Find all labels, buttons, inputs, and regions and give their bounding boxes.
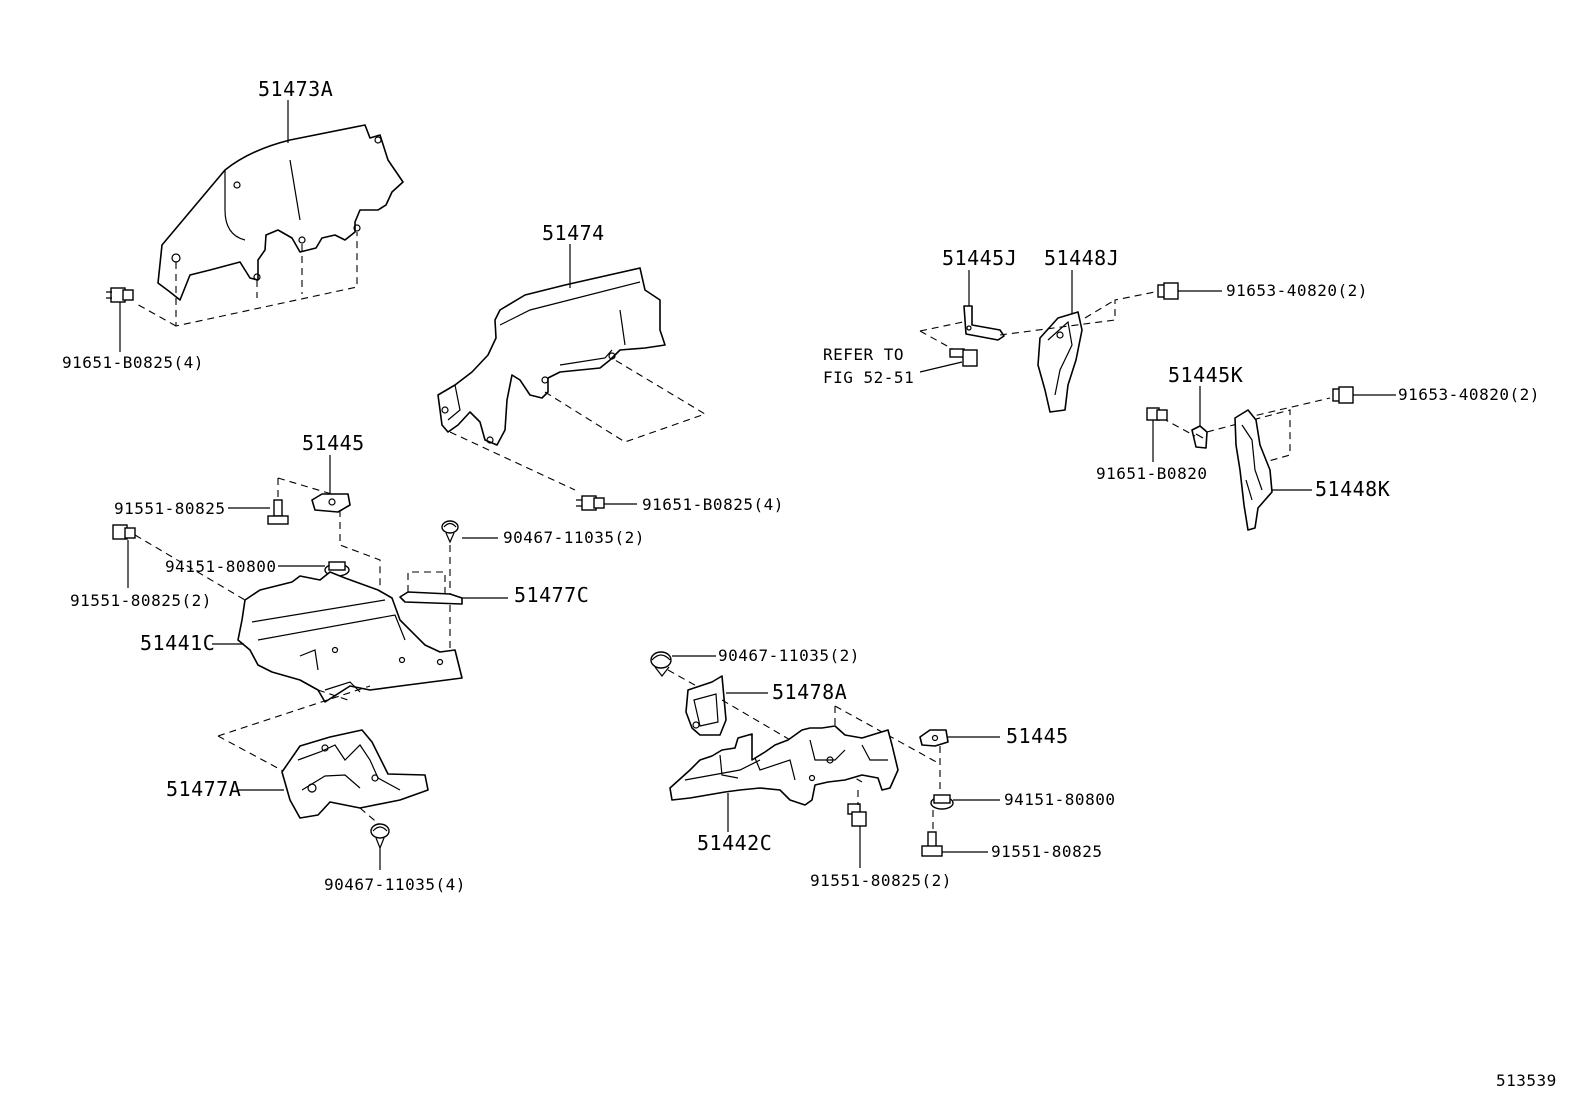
label-91551-80825-right: 91551-80825 xyxy=(991,842,1102,861)
part-51441c-shape xyxy=(237,571,463,703)
label-51445-left: 51445 xyxy=(302,431,365,455)
label-51448k: 51448K xyxy=(1315,477,1390,501)
bolt-91551-80825-mid xyxy=(847,803,867,827)
label-91651-b0820: 91651-B0820 xyxy=(1096,464,1207,483)
bolt-refer-fig xyxy=(949,348,978,367)
part-51477c-shape xyxy=(399,571,463,605)
label-51445-right: 51445 xyxy=(1006,724,1069,748)
label-refer-fig: FIG 52-51 xyxy=(823,368,914,387)
label-91653-40820-2-a: 91653-40820(2) xyxy=(1226,281,1368,300)
part-51478a-shape xyxy=(685,675,727,736)
part-51477a-shape xyxy=(281,729,429,826)
label-51473a: 51473A xyxy=(258,77,333,101)
clip-90467-11035-mid xyxy=(650,651,672,677)
label-94151-80800-left: 94151-80800 xyxy=(165,557,276,576)
label-90467-11035-2-top: 90467-11035(2) xyxy=(503,528,645,547)
label-51442c: 51442C xyxy=(697,831,772,855)
label-90467-11035-4: 90467-11035(4) xyxy=(324,875,466,894)
bolt-91651-b0825-left xyxy=(106,287,134,303)
part-51442c-shape xyxy=(669,725,899,806)
label-91651-b0825-4-left: 91651-B0825(4) xyxy=(62,353,204,372)
label-91551-80825-top: 91551-80825 xyxy=(114,499,225,518)
label-51441c: 51441C xyxy=(140,631,215,655)
nut-94151-80800-right xyxy=(930,794,954,810)
part-51445-right-shape xyxy=(919,729,949,747)
part-51445j-shape xyxy=(963,305,1005,341)
figure-number: 513539 xyxy=(1496,1071,1557,1090)
label-51445k: 51445K xyxy=(1168,363,1243,387)
bolt-91551-80825-left xyxy=(112,524,136,540)
clip-90467-11035-top xyxy=(441,520,459,544)
label-94151-80800-right: 94151-80800 xyxy=(1004,790,1115,809)
label-51478a: 51478A xyxy=(772,680,847,704)
part-51473a-shape xyxy=(134,124,404,327)
label-51448j: 51448J xyxy=(1044,246,1119,270)
label-91653-40820-2-b: 91653-40820(2) xyxy=(1398,385,1540,404)
part-51474-shape xyxy=(437,267,707,491)
label-51445j: 51445J xyxy=(942,246,1017,270)
bolt-91551-80825-top xyxy=(267,478,289,525)
label-51477a: 51477A xyxy=(166,777,241,801)
part-51448k-shape xyxy=(1234,409,1273,531)
label-91651-b0825-4-center: 91651-B0825(4) xyxy=(642,495,784,514)
part-51448j-shape xyxy=(1037,311,1083,413)
label-refer-to: REFER TO xyxy=(823,345,904,364)
bolt-91651-b0820 xyxy=(1146,407,1168,421)
part-51445k-shape xyxy=(1191,425,1208,449)
bolt-91551-80825-right xyxy=(921,831,943,857)
label-90467-11035-2-mid: 90467-11035(2) xyxy=(718,646,860,665)
label-51477c: 51477C xyxy=(514,583,589,607)
part-51445-left-shape xyxy=(311,493,351,513)
label-91551-80825-2-left: 91551-80825(2) xyxy=(70,591,212,610)
label-91551-80825-2-mid: 91551-80825(2) xyxy=(810,871,952,890)
bolt-91653-40820-a xyxy=(1157,282,1179,300)
label-51474: 51474 xyxy=(542,221,605,245)
bolt-91651-b0825-center xyxy=(576,495,605,511)
bolt-91653-40820-b xyxy=(1332,386,1354,404)
clip-90467-11035-bottom xyxy=(370,823,390,850)
